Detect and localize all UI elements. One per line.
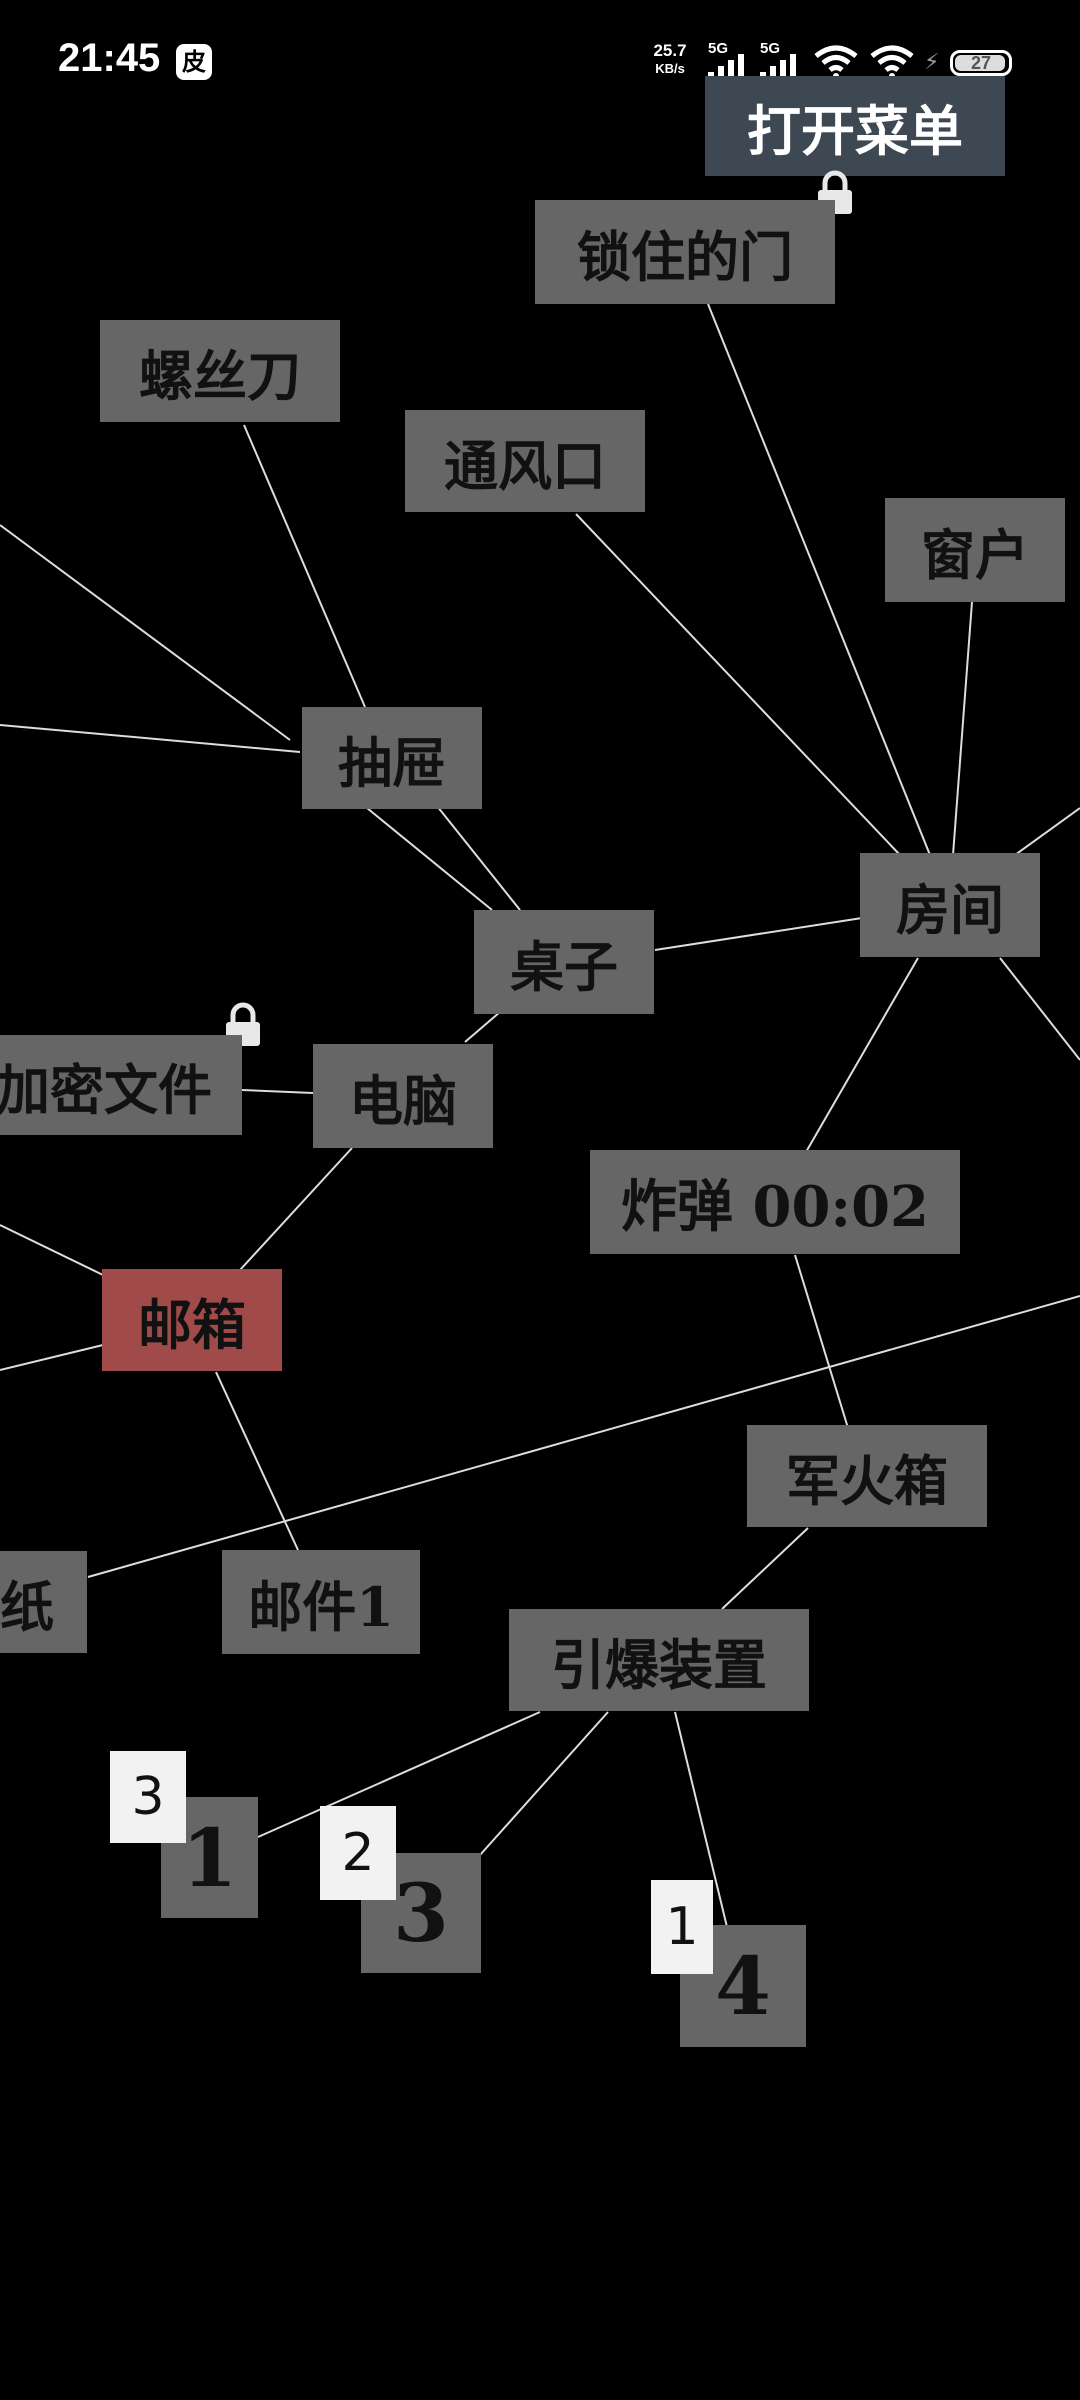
link [215, 1371, 299, 1551]
digit-box[interactable]: 3 [361, 1853, 481, 1973]
link [674, 1711, 728, 1928]
node-mail1[interactable]: 邮件1 [222, 1550, 420, 1654]
link [805, 957, 919, 1153]
link [239, 1147, 353, 1271]
counter-badge: 3 [110, 1751, 186, 1843]
node-locked-door[interactable]: 锁住的门 [535, 200, 835, 304]
link [257, 1711, 541, 1838]
battery-icon: 27 [950, 50, 1012, 76]
wifi-icon [870, 45, 914, 79]
network-speed-unit: KB/s [655, 61, 685, 76]
link [794, 1254, 849, 1429]
charging-icon: ⚡ [924, 50, 940, 75]
counter-badge: 2 [320, 1806, 396, 1900]
network-speed-value: 25.7 [653, 41, 687, 60]
link [952, 601, 973, 856]
wifi-icon [814, 45, 858, 79]
link [87, 1295, 1080, 1578]
link [479, 1711, 609, 1856]
link [999, 957, 1080, 1061]
status-bar: 21:45 皮 25.7 KB/s 5G 5G ⚡ 27 [0, 0, 1080, 120]
open-menu-button[interactable]: 打开菜单 [705, 76, 1005, 176]
battery-level: 27 [970, 53, 992, 73]
node-vent[interactable]: 通风口 [405, 410, 645, 512]
node-mailbox[interactable]: 邮箱 [102, 1269, 282, 1371]
node-computer[interactable]: 电脑 [313, 1044, 493, 1148]
network-speed: 25.7 KB/s [644, 42, 696, 78]
node-bomb-timer[interactable]: 炸弹 00:02 [590, 1150, 960, 1254]
link [575, 513, 901, 856]
link [241, 1089, 314, 1094]
node-room[interactable]: 房间 [860, 853, 1040, 957]
link [0, 1224, 104, 1276]
counter-badge: 1 [651, 1880, 713, 1974]
clock: 21:45 [58, 36, 161, 80]
link [707, 303, 931, 856]
link [464, 1011, 501, 1043]
sim2-network-type: 5G [760, 40, 781, 57]
node-paper[interactable]: 纸 [0, 1551, 87, 1653]
link [436, 805, 521, 911]
link [721, 1527, 809, 1610]
notification-app-icon: 皮 [176, 44, 212, 80]
digit-box[interactable]: 1 [161, 1797, 258, 1918]
node-detonator[interactable]: 引爆装置 [509, 1609, 809, 1711]
node-ammo-box[interactable]: 军火箱 [747, 1425, 987, 1527]
sim1-network-type: 5G [708, 40, 729, 57]
node-screwdriver[interactable]: 螺丝刀 [100, 320, 340, 422]
link [0, 1344, 104, 1371]
node-desk[interactable]: 桌子 [474, 910, 654, 1014]
node-drawer[interactable]: 抽屉 [302, 707, 482, 809]
link [1014, 807, 1080, 856]
link [0, 724, 301, 753]
node-encrypted-file[interactable]: 加密文件 [0, 1035, 242, 1135]
link [654, 917, 863, 951]
link [0, 524, 291, 741]
link [243, 424, 366, 708]
node-window[interactable]: 窗户 [885, 498, 1065, 602]
link [366, 807, 493, 911]
